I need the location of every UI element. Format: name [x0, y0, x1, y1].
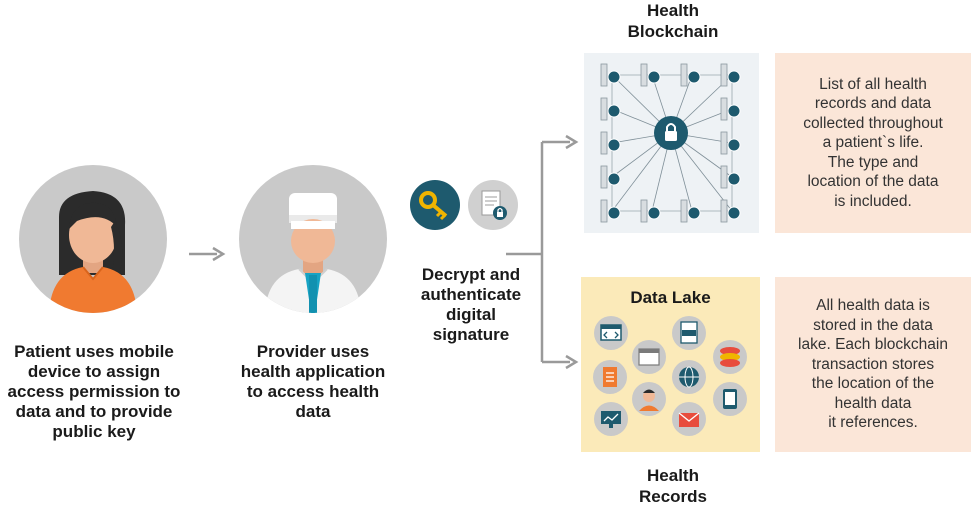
server-rack-icon [680, 199, 688, 223]
monitor-chart-icon [594, 402, 628, 436]
data-lake-panel: Data Lake [581, 277, 760, 452]
node-icon [727, 104, 741, 118]
node-icon [727, 70, 741, 84]
server-rack-icon [600, 63, 608, 87]
node-icon [727, 138, 741, 152]
node-icon [687, 206, 701, 220]
data-lake-title: Data Lake [630, 288, 711, 307]
blockchain-note: List of all health records and data coll… [775, 53, 971, 233]
node-icon [607, 70, 621, 84]
server-rack-icon [600, 199, 608, 223]
blockchain-network-icon [584, 53, 759, 233]
key-icon [410, 180, 460, 230]
server-rack-icon [600, 131, 608, 155]
person-card-icon [632, 382, 666, 416]
node-icon [727, 172, 741, 186]
node-icon [607, 104, 621, 118]
email-icon [672, 402, 706, 436]
tablet-icon [713, 382, 747, 416]
browser-window-icon [632, 340, 666, 374]
server-rack-icon [640, 199, 648, 223]
node-icon [687, 70, 701, 84]
node-icon [607, 172, 621, 186]
server-rack-icon [720, 97, 728, 121]
blockchain-title: Health Blockchain [627, 1, 719, 41]
arrow-right-icon [189, 246, 226, 262]
code-window-icon [594, 316, 628, 350]
decrypt-caption: Decrypt and authenticate digital signatu… [420, 265, 522, 344]
records-title: Health Records [638, 466, 708, 506]
node-icon [647, 206, 661, 220]
server-rack-icon [640, 63, 648, 87]
server-rack-icon [720, 63, 728, 87]
server-rack-icon [720, 199, 728, 223]
globe-network-icon [672, 360, 706, 394]
server-rack-icon [720, 131, 728, 155]
patient-avatar-icon [19, 165, 167, 313]
server-rack-icon [600, 165, 608, 189]
database-stack-icon [713, 340, 747, 374]
branch-connector [506, 134, 579, 370]
server-rack-icon [600, 97, 608, 121]
sql-file-icon [672, 316, 706, 350]
node-icon [647, 70, 661, 84]
provider-caption: Provider uses health application to acce… [240, 342, 386, 421]
node-icon [727, 206, 741, 220]
node-icon [607, 206, 621, 220]
patient-caption: Patient uses mobile device to assign acc… [7, 342, 181, 441]
signed-document-icon [468, 180, 518, 230]
node-icon [607, 138, 621, 152]
server-rack-icon [680, 63, 688, 87]
document-icon [593, 360, 627, 394]
server-rack-icon [720, 165, 728, 189]
doctor-avatar-icon [239, 165, 387, 313]
data-lake-note: All health data is stored in the data la… [775, 277, 971, 452]
